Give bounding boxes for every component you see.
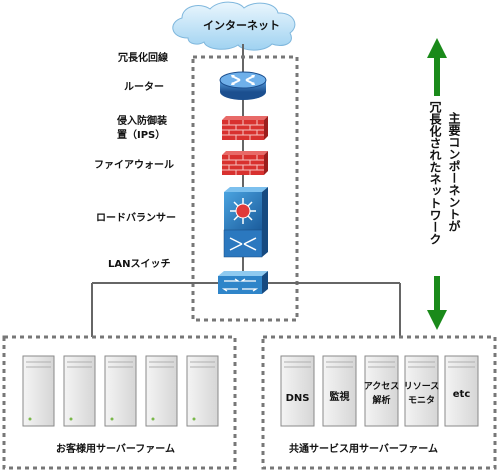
cloud-label: インターネット	[203, 19, 280, 32]
customer-server-icon	[186, 355, 219, 427]
shared-service-farm-label: 共通サービス用サーバーファーム	[289, 444, 438, 455]
lan-switch-label: LANスイッチ	[108, 259, 171, 270]
vertical-caption-col1: 主要コンポーネントが	[447, 112, 461, 232]
arrow-up-icon	[427, 38, 447, 96]
server-label-monitoring: 監視	[329, 392, 350, 403]
firewall-icon	[222, 151, 268, 175]
analytics-server-icon	[364, 355, 399, 427]
customer-server-icon	[22, 355, 55, 427]
dns-server-icon	[280, 355, 315, 427]
vertical-caption-col2: 冗長化されたネットワーク	[428, 101, 442, 245]
ips-label-line1: 侵入防御装	[117, 116, 167, 127]
router-icon	[219, 71, 267, 100]
lan-switch-icon	[218, 271, 268, 294]
server-label-resource-monitor: リソースモニタ	[403, 382, 440, 406]
internet-cloud-icon	[172, 1, 296, 51]
etc-server-icon	[444, 355, 479, 427]
server-label-dns: DNS	[285, 393, 310, 404]
customer-farm-label: お客様用サーバーファーム	[56, 444, 175, 455]
customer-server-icon	[63, 355, 96, 427]
redundant-line-label: 冗長化回線	[118, 53, 168, 64]
resource-monitor-server-icon	[404, 355, 439, 427]
customer-farm-dashed-box	[2, 335, 237, 470]
router-label: ルーター	[124, 82, 164, 93]
ips-icon	[222, 116, 268, 140]
monitoring-server-icon	[322, 355, 357, 427]
server-label-etc: etc	[452, 389, 471, 400]
load-balancer-icon	[223, 187, 268, 258]
server-label-analytics: アクセス解析	[363, 382, 400, 406]
farm-link-lines	[91, 282, 401, 337]
load-balancer-label: ロードバランサー	[96, 213, 176, 224]
customer-server-icon	[104, 355, 137, 427]
shared-service-farm-dashed-box	[261, 335, 497, 470]
arrow-down-icon	[427, 276, 447, 330]
redundancy-dashed-box	[191, 55, 299, 322]
firewall-label: ファイアウォール	[94, 160, 174, 171]
customer-server-icon	[145, 355, 178, 427]
ips-label-line2: 置（IPS）	[117, 130, 166, 141]
